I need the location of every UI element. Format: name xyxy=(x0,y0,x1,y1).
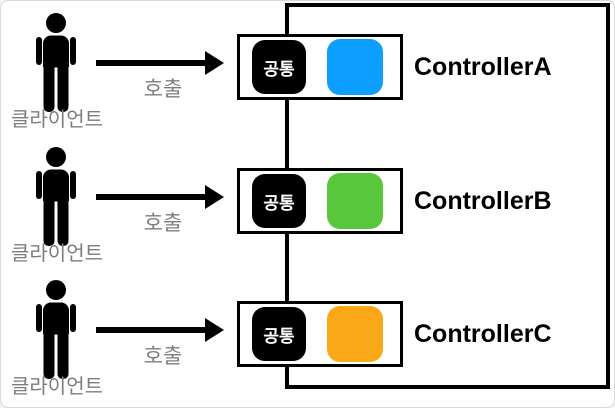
call-label: 호출 xyxy=(143,345,183,368)
common-chip: 공통 xyxy=(252,307,306,361)
controller-a-box: 공통 xyxy=(237,34,403,100)
controller-b-color-chip xyxy=(327,173,383,229)
call-arrow xyxy=(96,51,224,75)
flow-row-controller-c: 클라이언트 호출 공통 ControllerC xyxy=(1,276,614,407)
call-arrow xyxy=(96,185,224,209)
controller-c-color-chip xyxy=(327,306,383,362)
client-person-icon xyxy=(29,147,83,246)
flow-row-controller-a: 클라이언트 호출 공통 ControllerA xyxy=(1,9,614,143)
client-label: 클라이언트 xyxy=(11,109,103,131)
call-label: 호출 xyxy=(143,78,183,101)
controller-b-box: 공통 xyxy=(237,168,403,234)
controller-c-name: ControllerC xyxy=(414,319,552,348)
client-person-icon xyxy=(29,280,83,379)
common-chip: 공통 xyxy=(252,40,306,94)
controller-a-name: ControllerA xyxy=(414,52,552,81)
controller-b-name: ControllerB xyxy=(414,186,552,215)
client-person-icon xyxy=(29,13,83,112)
controller-c-box: 공통 xyxy=(237,301,403,367)
common-chip: 공통 xyxy=(252,174,306,228)
call-label: 호출 xyxy=(143,212,183,235)
controller-a-color-chip xyxy=(327,39,383,95)
client-label: 클라이언트 xyxy=(11,243,103,265)
flow-row-controller-b: 클라이언트 호출 공통 ControllerB xyxy=(1,143,614,277)
client-label: 클라이언트 xyxy=(11,376,103,398)
call-arrow xyxy=(96,318,224,342)
